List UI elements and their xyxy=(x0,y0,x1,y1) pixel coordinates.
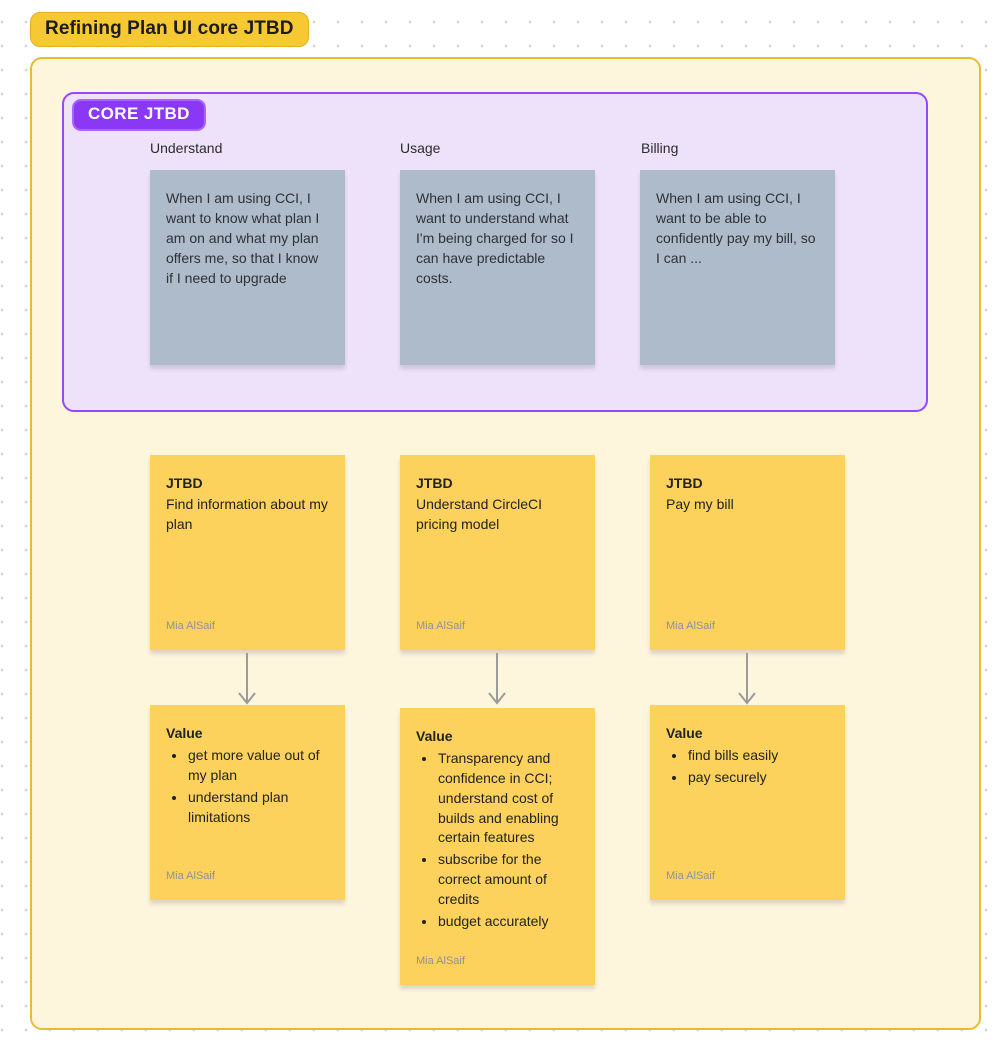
value-bullet: get more value out of my plan xyxy=(187,746,329,786)
value-note-usage[interactable]: Value Transparency and confidence in CCI… xyxy=(400,708,595,985)
note-author: Mia AlSaif xyxy=(666,870,715,883)
note-author: Mia AlSaif xyxy=(666,620,715,633)
note-author: Mia AlSaif xyxy=(416,620,465,633)
jtbd-note-heading: JTBD xyxy=(666,475,703,491)
jtbd-note-pay-bill[interactable]: JTBD Pay my bill Mia AlSaif xyxy=(650,455,845,650)
note-author: Mia AlSaif xyxy=(166,870,215,883)
value-bullet: understand plan limitations xyxy=(187,788,329,828)
insight-note-text: When I am using CCI, I want to be able t… xyxy=(656,190,816,266)
jtbd-note-find-plan-info[interactable]: JTBD Find information about my plan Mia … xyxy=(150,455,345,650)
insight-note-usage[interactable]: When I am using CCI, I want to understan… xyxy=(400,170,595,365)
note-author: Mia AlSaif xyxy=(416,955,465,968)
jtbd-note-text: Pay my bill xyxy=(666,495,734,512)
column-header-usage[interactable]: Usage xyxy=(400,140,441,156)
value-bullet-list: find bills easily pay securely xyxy=(666,746,829,788)
insight-note-understand[interactable]: When I am using CCI, I want to know what… xyxy=(150,170,345,365)
value-bullet: pay securely xyxy=(687,768,829,788)
insight-note-text: When I am using CCI, I want to understan… xyxy=(416,190,574,286)
value-note-heading: Value xyxy=(416,728,453,744)
value-bullet: find bills easily xyxy=(687,746,829,766)
insight-note-billing[interactable]: When I am using CCI, I want to be able t… xyxy=(640,170,835,365)
value-note-heading: Value xyxy=(666,725,703,741)
value-note-understand[interactable]: Value get more value out of my plan unde… xyxy=(150,705,345,900)
value-bullet: Transparency and confidence in CCI; unde… xyxy=(437,749,579,848)
arrow-down-icon[interactable] xyxy=(735,652,759,706)
insight-note-text: When I am using CCI, I want to know what… xyxy=(166,190,320,286)
arrow-down-icon[interactable] xyxy=(485,652,509,706)
jtbd-note-heading: JTBD xyxy=(166,475,203,491)
jtbd-note-pricing-model[interactable]: JTBD Understand CircleCI pricing model M… xyxy=(400,455,595,650)
jtbd-note-text: Find information about my plan xyxy=(166,495,328,532)
jtbd-note-text: Understand CircleCI pricing model xyxy=(416,495,543,532)
core-jtbd-frame-label[interactable]: CORE JTBD xyxy=(72,99,206,131)
core-jtbd-label-text: CORE JTBD xyxy=(88,104,190,123)
value-bullet-list: Transparency and confidence in CCI; unde… xyxy=(416,749,579,932)
column-header-billing[interactable]: Billing xyxy=(641,140,679,156)
value-note-billing[interactable]: Value find bills easily pay securely Mia… xyxy=(650,705,845,900)
value-bullet: subscribe for the correct amount of cred… xyxy=(437,850,579,910)
value-bullet: budget accurately xyxy=(437,912,579,932)
board-title-pill[interactable]: Refining Plan UI core JTBD xyxy=(30,12,309,47)
value-note-heading: Value xyxy=(166,725,203,741)
arrow-down-icon[interactable] xyxy=(235,652,259,706)
board-title: Refining Plan UI core JTBD xyxy=(45,18,294,39)
column-header-understand[interactable]: Understand xyxy=(150,140,223,156)
note-author: Mia AlSaif xyxy=(166,620,215,633)
value-bullet-list: get more value out of my plan understand… xyxy=(166,746,329,828)
jtbd-note-heading: JTBD xyxy=(416,475,453,491)
